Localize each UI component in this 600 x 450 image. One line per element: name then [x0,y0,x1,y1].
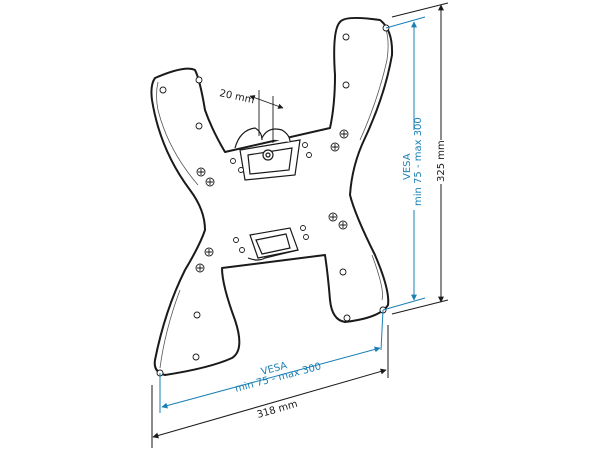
height-label: 325 mm [436,140,447,182]
gap-dimension [249,90,284,143]
width-label: 318 mm [256,399,299,421]
arm-outlines [156,25,389,369]
width-dimension [151,325,389,448]
bracket-plate [150,16,394,376]
screw-holes [156,24,390,377]
top-mount-bracket [234,127,301,181]
gap-label: 20 mm [218,88,255,106]
bottom-mount-bracket [247,227,299,261]
vesa-vertical-line2: min 75 - max 300 [413,117,424,206]
vesa-vertical-line1: VESA [402,153,413,180]
